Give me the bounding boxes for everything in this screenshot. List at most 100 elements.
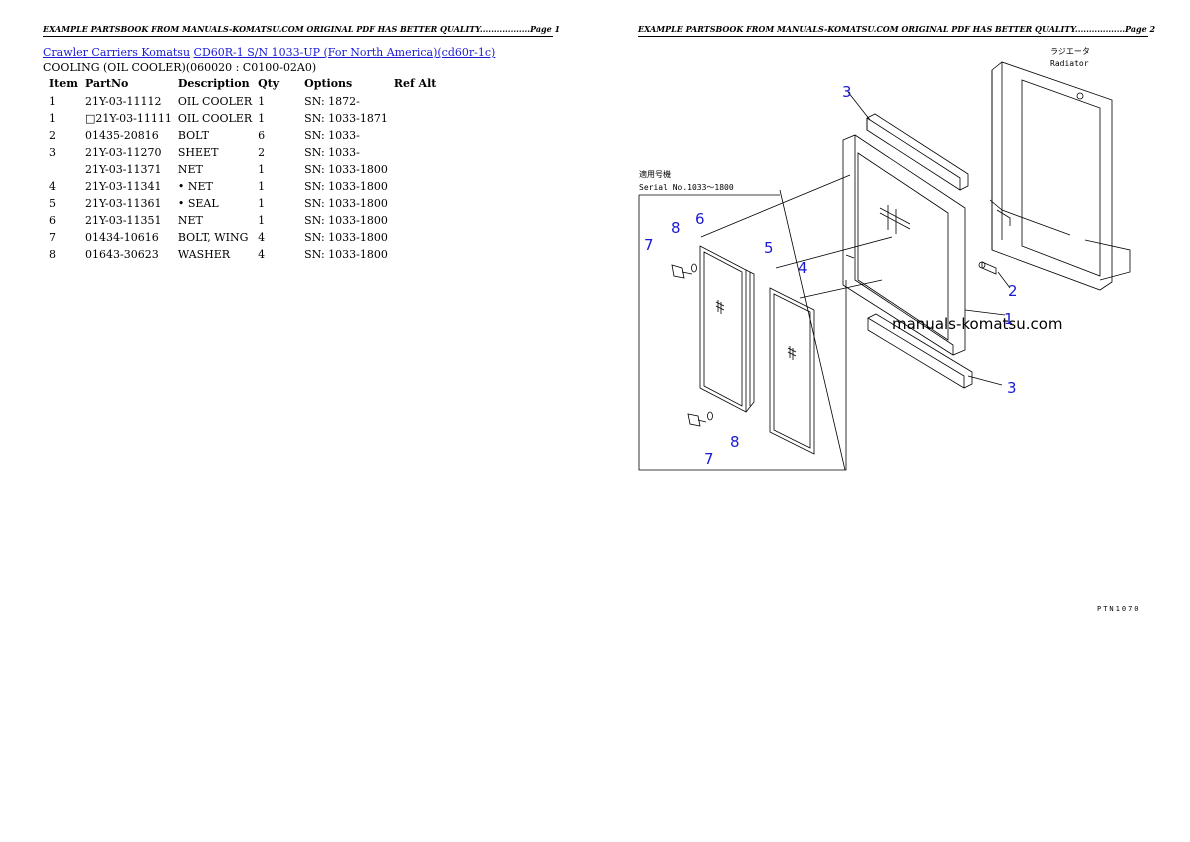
table-header-row: Item PartNo Description Qty Options Ref … [43,76,447,93]
cell-partno: 21Y-03-11270 [85,146,162,159]
table-row: 3 21Y-03-11270 SHEET 2 SN: 1033- [43,144,447,161]
breadcrumb: Crawler Carriers Komatsu CD60R-1 S/N 103… [43,46,495,59]
cell-ref-alt [391,212,447,229]
cell-ref-alt [391,195,447,212]
cell-partno: □21Y-03-11111 [85,112,172,125]
cell-ref-alt [391,127,447,144]
cell-options: SN: 1872- [304,95,360,108]
table-row: 21Y-03-11371 NET 1 SN: 1033-1800 [43,161,447,178]
cell-qty: 4 [258,231,266,244]
cell-options: SN: 1033-1800 [304,197,388,210]
callout-7-top: 7 [644,236,654,254]
cell-description: SHEET [177,146,219,159]
radiator-en-label: Radiator [1050,59,1089,68]
table-row: 1 21Y-03-11112 OIL COOLER 1 SN: 1872- [43,93,447,110]
breadcrumb-link-model[interactable]: CD60R-1 S/N 1033-UP (For North America)(… [193,46,496,59]
cell-partno: 01643-30623 [85,248,159,261]
cell-description: NET [177,214,203,227]
cell-item: 2 [49,129,56,142]
cell-qty: 1 [258,214,266,227]
cell-item: 8 [49,248,56,261]
cell-item: 1 [49,95,56,108]
cell-partno: 21Y-03-11361 [85,197,162,210]
page1-header: EXAMPLE PARTSBOOK FROM MANUALS-KOMATSU.C… [43,24,560,37]
cell-qty: 1 [258,163,266,176]
cell-qty: 6 [258,129,266,142]
cell-item: 4 [49,180,56,193]
callout-1: 1 [1004,310,1014,328]
cell-description: BOLT, WING [177,231,249,244]
table-row: 5 21Y-03-11361 • SEAL 1 SN: 1033-1800 [43,195,447,212]
table-row: 6 21Y-03-11351 NET 1 SN: 1033-1800 [43,212,447,229]
cell-options: SN: 1033- [304,129,360,142]
cell-options: SN: 1033-1800 [304,180,388,193]
cell-qty: 2 [258,146,266,159]
cell-partno: 01435-20816 [85,129,159,142]
col-header-options: Options [304,77,353,90]
cell-ref-alt [391,144,447,161]
callout-3-bottom: 3 [1007,379,1017,397]
table-row: 8 01643-30623 WASHER 4 SN: 1033-1800 [43,246,447,263]
cell-description: BOLT [177,129,209,142]
cell-description: OIL COOLER [177,95,253,108]
callout-6: 6 [695,210,705,228]
section-title: COOLING (OIL COOLER)(060020 : C0100-02A0… [43,61,317,74]
col-header-qty: Qty [258,77,280,90]
cell-ref-alt [391,229,447,246]
cell-options: SN: 1033-1871 [304,112,388,125]
table-row: 2 01435-20816 BOLT 6 SN: 1033- [43,127,447,144]
cell-description: NET [177,163,203,176]
parts-table: Item PartNo Description Qty Options Ref … [43,76,447,263]
table-row: 7 01434-10616 BOLT, WING 4 SN: 1033-1800 [43,229,447,246]
cell-options: SN: 1033-1800 [304,231,388,244]
cell-options: SN: 1033-1800 [304,248,388,261]
radiator-jp-label: ラジエータ [1050,47,1090,56]
cell-qty: 1 [258,95,266,108]
col-header-partno: PartNo [85,77,129,90]
cell-ref-alt [391,246,447,263]
cell-item: 5 [49,197,56,210]
callout-7-bottom: 7 [704,450,714,468]
cell-item [43,161,82,178]
cell-partno: 21Y-03-11341 [85,180,162,193]
callout-8-bottom: 8 [730,433,740,451]
cell-description: WASHER [177,248,231,261]
serial-jp-label: 適用号機 [639,169,671,179]
breadcrumb-link-crawler-carriers[interactable]: Crawler Carriers Komatsu [43,46,191,59]
cell-qty: 4 [258,248,266,261]
cell-ref-alt [391,178,447,195]
col-header-description: Description [177,77,250,90]
cell-qty: 1 [258,180,266,193]
callout-8-top: 8 [671,219,681,237]
callout-3-top: 3 [842,83,852,101]
cell-partno: 01434-10616 [85,231,159,244]
serial-en-label: Serial No.1033～1800 [639,183,734,192]
cell-item: 3 [49,146,56,159]
watermark-text: manuals-komatsu.com [892,315,1063,333]
callout-5: 5 [764,239,774,257]
callout-4: 4 [798,259,808,277]
cell-partno: 21Y-03-11371 [85,163,162,176]
cell-item: 7 [49,231,56,244]
table-row: 4 21Y-03-11341 • NET 1 SN: 1033-1800 [43,178,447,195]
cell-options: SN: 1033-1800 [304,163,388,176]
col-header-ref-alt: Ref Alt [393,77,437,90]
callout-2: 2 [1008,282,1018,300]
cell-ref-alt [391,110,447,127]
cell-ref-alt [391,161,447,178]
cell-ref-alt [391,93,447,110]
cell-item: 6 [49,214,56,227]
cell-options: SN: 1033- [304,146,360,159]
cell-qty: 1 [258,197,266,210]
cell-item: 1 [49,112,56,125]
cell-partno: 21Y-03-11351 [85,214,162,227]
cell-qty: 1 [258,112,266,125]
page2-header: EXAMPLE PARTSBOOK FROM MANUALS-KOMATSU.C… [638,24,1155,37]
cell-options: SN: 1033-1800 [304,214,388,227]
cell-description: • SEAL [177,197,219,210]
oil-cooler-diagram: ラジエータ Radiator 適用号機 Serial No.1033～1800 … [638,47,1131,471]
cell-partno: 21Y-03-11112 [85,95,162,108]
cell-description: • NET [177,180,213,193]
drawing-code: PTN1070 [1097,605,1141,613]
